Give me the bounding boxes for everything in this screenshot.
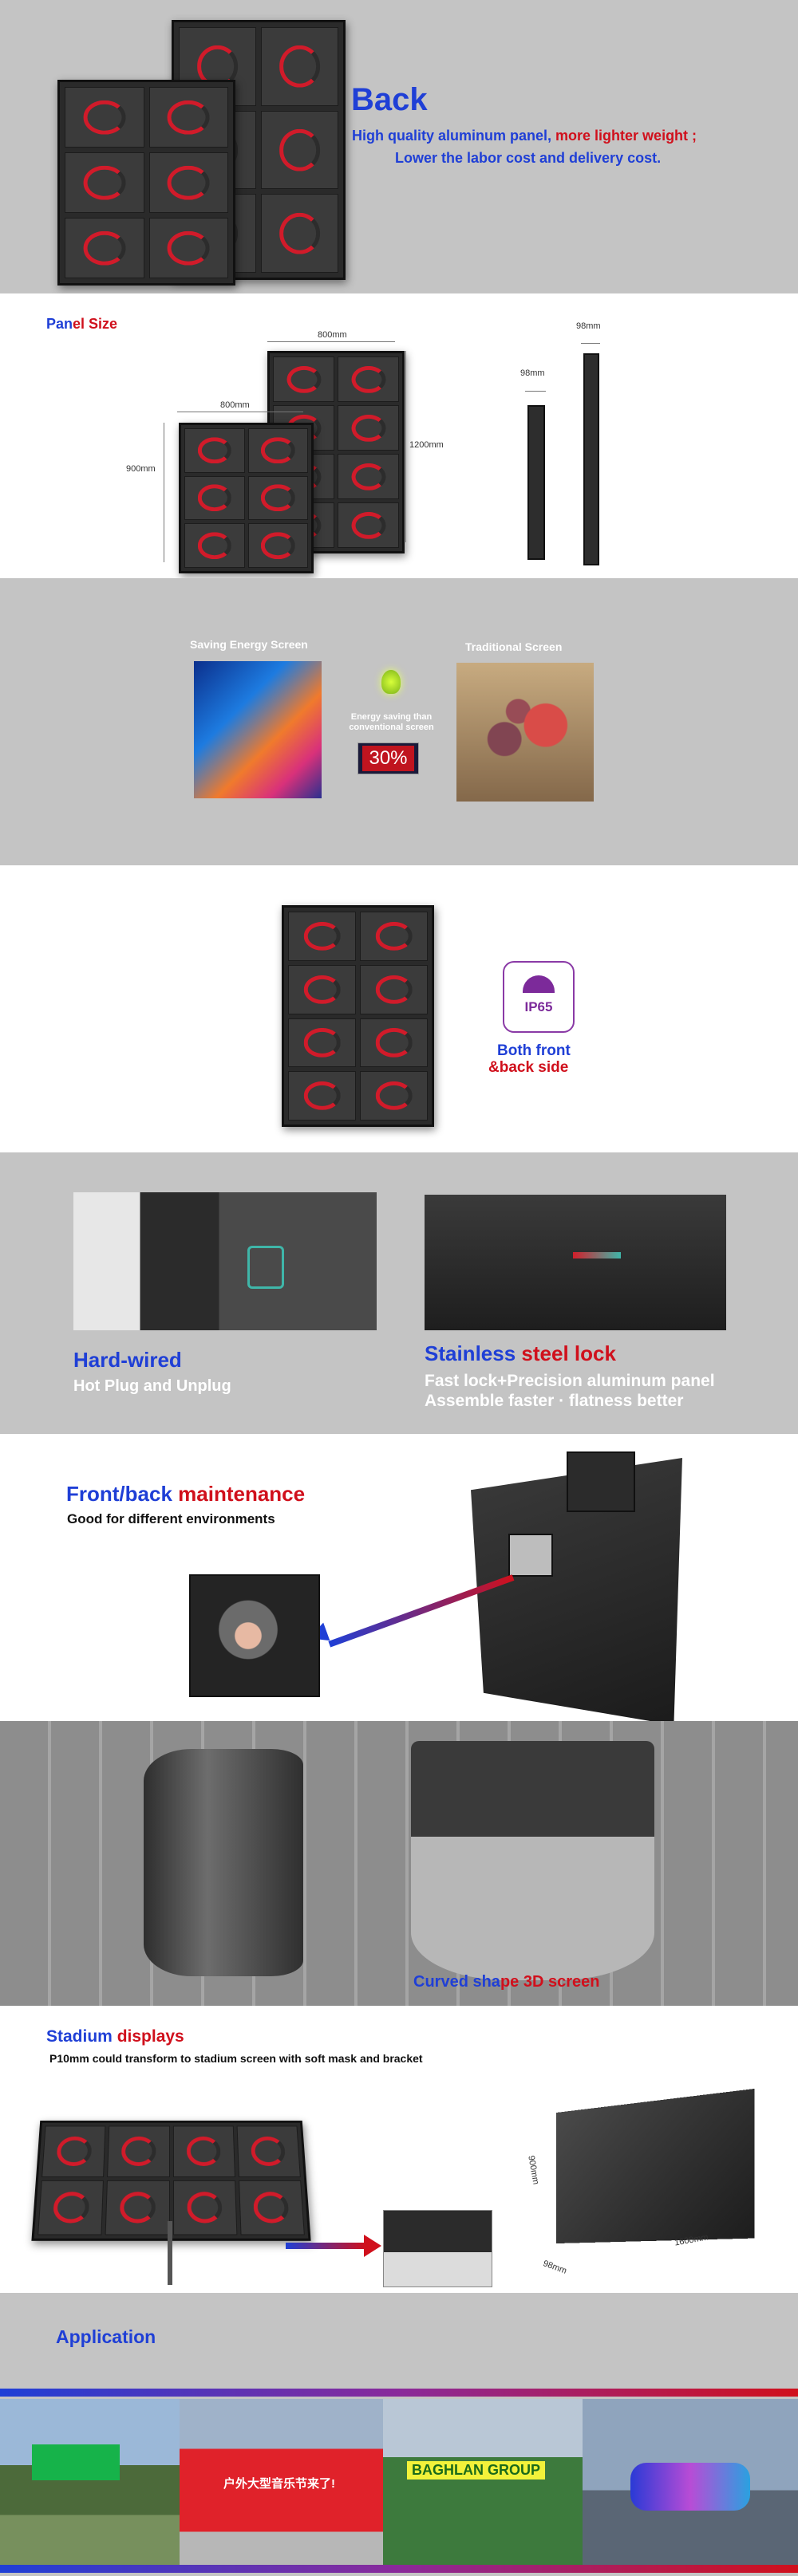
steel-lock-title: Stainless steel lock [425,1341,616,1366]
saving-energy-label: Saving Energy Screen [190,638,308,651]
curved-caption-red: pe 3D screen [500,1973,600,1991]
application-photo-stadium: BAGHLAN GROUP [383,2399,583,2565]
energy-caption: Energy saving than conventional screen [349,712,434,732]
stadium-title-blue: Stadium [46,2027,117,2046]
steel-lock-title-red: steel lock [521,1341,616,1365]
back-line1-blue: High quality aluminum panel, [352,128,552,144]
ip65-badge: IP65 [503,961,575,1033]
stadium-sign-text: BAGHLAN GROUP [407,2461,545,2479]
ip65-panel-image [282,905,434,1127]
application-photo-green-screen [32,2444,120,2480]
billboard-text: 户外大型音乐节来了! [223,2477,335,2491]
ip65-section: IP65 Both front &back side [0,865,798,1152]
application-bottom-stripe [0,2565,798,2573]
stadium-dim-height: 900mm [526,2154,541,2186]
panel-size-title-blue: Pan [46,316,73,332]
front-panel-image [57,80,235,286]
side-profile-tall [583,353,599,565]
steel-lock-title-blue: Stainless [425,1341,522,1365]
stadium-title: Stadium displays [46,2027,184,2046]
stadium-section: Stadium displays P10mm could transform t… [0,2006,798,2293]
stadium-subtitle: P10mm could transform to stadium screen … [49,2052,423,2065]
stadium-screen-image [556,2088,755,2244]
traditional-label: Traditional Screen [465,640,563,653]
stadium-title-red: displays [117,2027,184,2046]
application-title: Application [56,2326,156,2347]
maintenance-subtitle: Good for different environments [67,1511,275,1526]
steel-lock-highlight-icon [573,1252,621,1258]
dim-height-short: 900mm [126,464,156,474]
panel-size-title-red: el Size [73,316,118,332]
dim-depth-b: 98mm [576,321,601,331]
side-profile-short [527,405,545,560]
curved-caption: Curved shape 3D screen [413,1973,599,1991]
hard-wired-image [73,1192,377,1330]
dim-depth-a: 98mm [520,368,545,378]
back-line1-red: more lighter weight ; [551,128,697,144]
curved-caption-blue: Curved sha [413,1973,500,1991]
application-photo-billboard: 户外大型音乐节来了! [180,2399,383,2565]
maintenance-cutout [508,1534,553,1577]
ip65-badge-text: IP65 [524,999,553,1014]
umbrella-icon [523,975,555,993]
ip65-line2: &back side [488,1059,569,1076]
lightbulb-icon [381,670,401,694]
hard-wired-subtitle: Hot Plug and Unplug [73,1377,231,1395]
maintenance-title-blue: Front/back [66,1482,179,1506]
curved-cabinet-left-image [144,1749,303,1976]
application-photo-curved-building [583,2399,798,2565]
traditional-screen-image [456,663,594,802]
back-section: Back High quality aluminum panel, more l… [0,0,798,293]
maintenance-title: Front/back maintenance [66,1482,305,1507]
maintenance-title-red: maintenance [178,1482,306,1506]
dim-height-tall: 1200mm [409,440,444,450]
curved-cabinet-right-image [411,1741,654,1980]
panel-size-section: Panel Size 800mm 800mm 1200mm 900mm 98mm… [0,293,798,578]
stadium-detail-image [383,2210,492,2287]
hard-wired-title: Hard-wired [73,1348,182,1372]
maintenance-section: Front/back maintenance Good for differen… [0,1434,798,1721]
ip65-line1: Both front [497,1042,571,1059]
curved-screen-glow [630,2463,750,2511]
energy-percent: 30% [362,746,414,771]
steel-lock-line1: Fast lock+Precision aluminum panel [425,1372,715,1390]
stadium-dim-depth: 98mm [541,2259,568,2276]
application-photo-building [0,2399,180,2565]
application-section: Application 户外大型音乐节来了! BAGHLAN GROUP [0,2293,798,2576]
curved-section: Curved shape 3D screen [0,1721,798,2006]
back-title: Back [351,82,428,117]
dim-width-top: 800mm [318,330,347,340]
dim-width-front: 800mm [220,400,250,410]
maintenance-open-door [567,1451,635,1512]
connector-highlight-icon [247,1246,284,1289]
application-top-stripe [0,2389,798,2397]
hardwired-section: Hard-wired Hot Plug and Unplug Stainless… [0,1152,798,1434]
stadium-arrow [286,2243,365,2249]
short-panel-image [179,423,314,573]
stadium-bracket [168,2221,172,2285]
back-line1: High quality aluminum panel, more lighte… [352,128,697,144]
stadium-arrow-head-icon [364,2235,381,2257]
energy-percent-badge: 30% [358,742,419,774]
steel-lock-line2: Assemble faster · flatness better [425,1392,684,1410]
back-line2: Lower the labor cost and delivery cost. [395,150,662,166]
hand-maintenance-image [189,1574,320,1697]
saving-energy-screen-image [194,661,322,798]
energy-section: Saving Energy Screen Energy saving than … [0,578,798,865]
steel-lock-image [425,1195,726,1330]
panel-size-title: Panel Size [46,316,117,333]
